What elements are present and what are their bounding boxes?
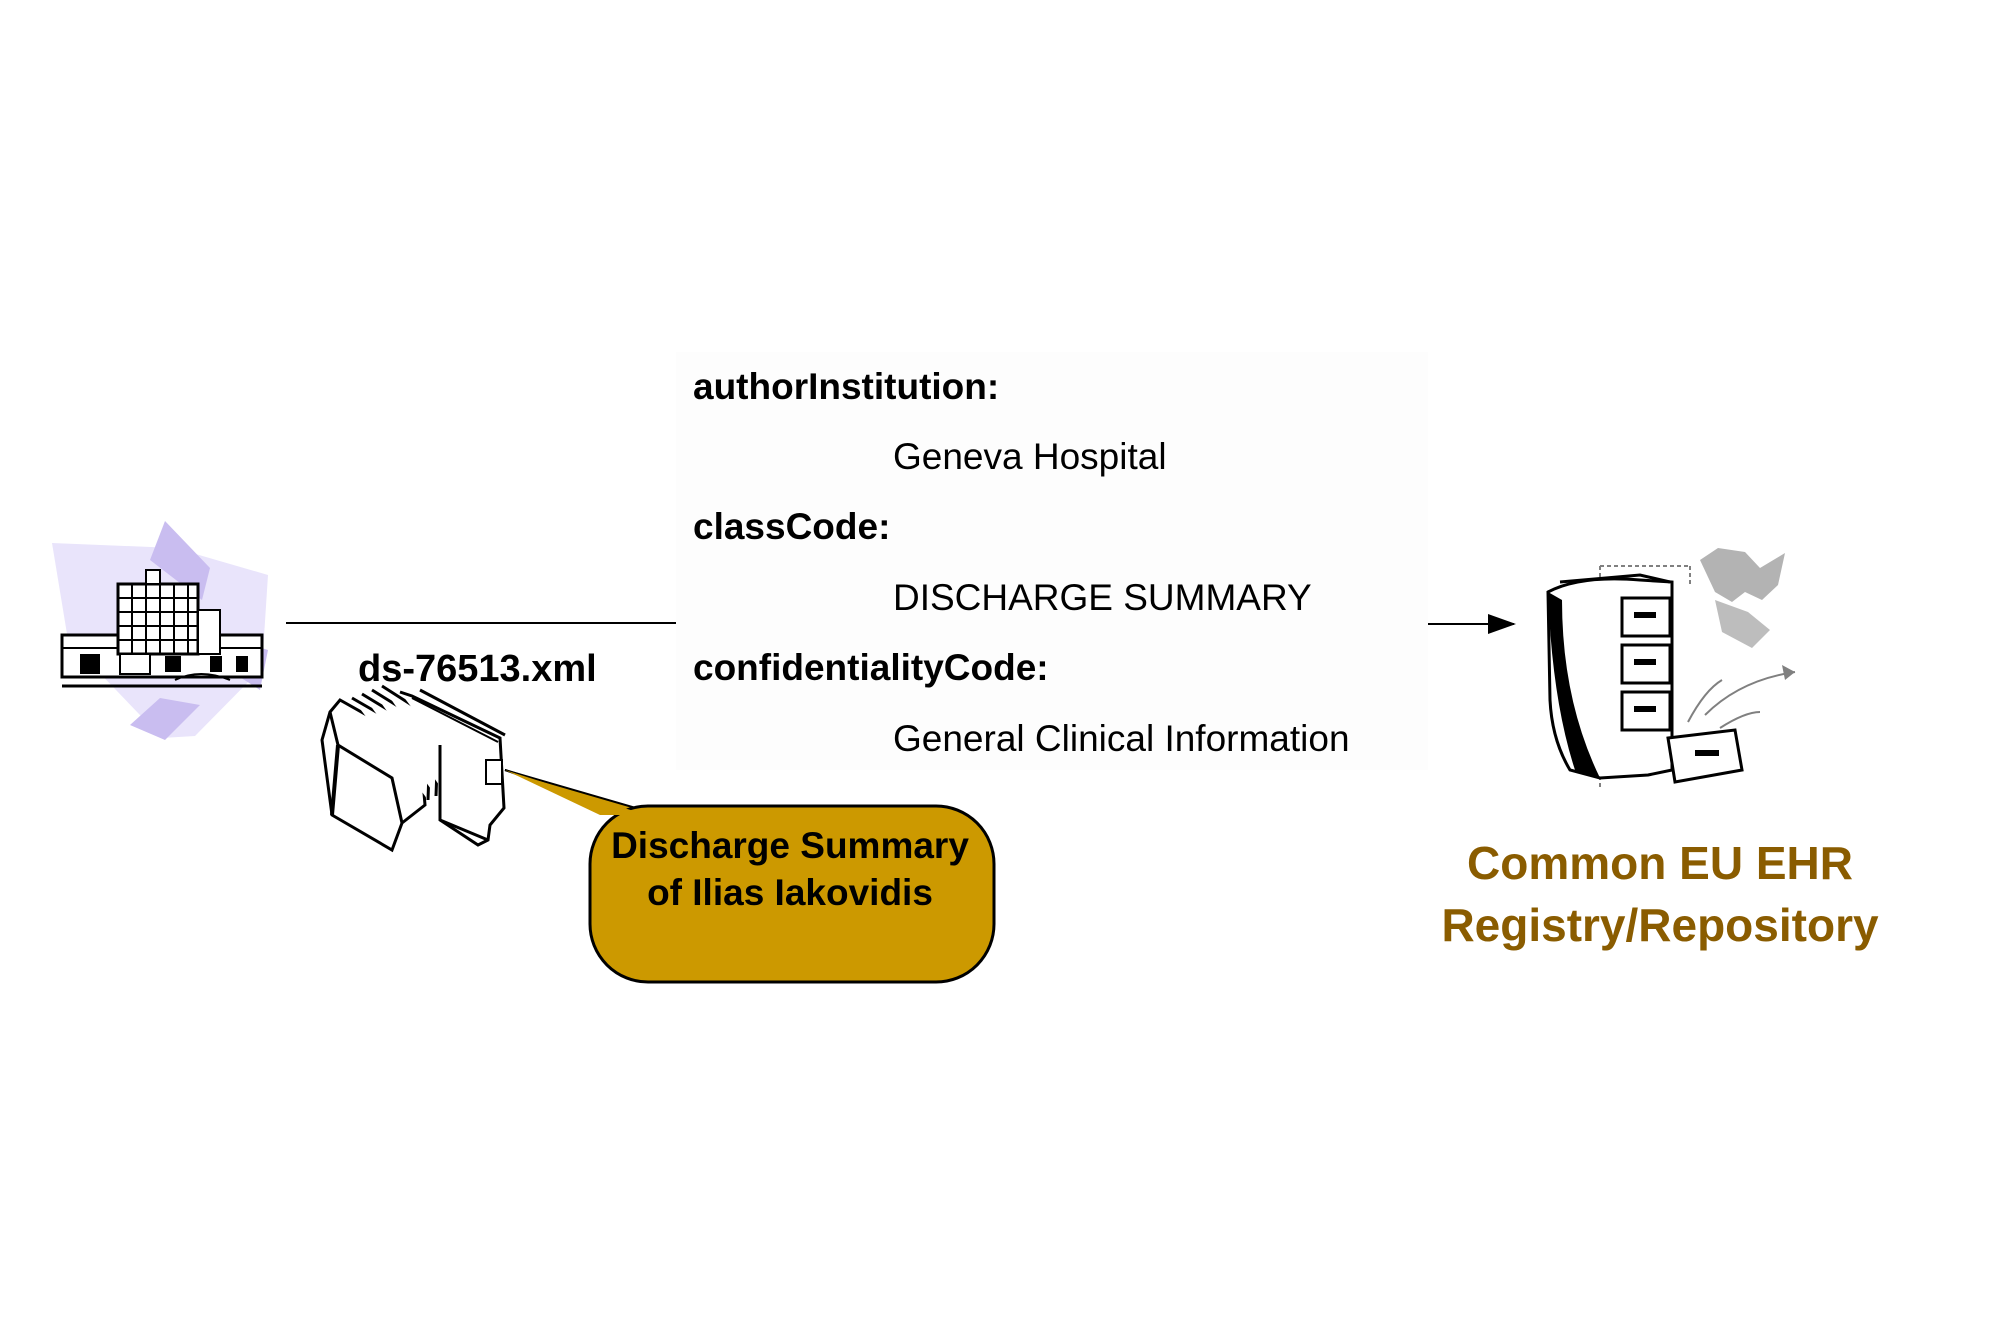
registry-title-line1: Common EU EHR <box>1467 837 1853 889</box>
registry-title-line2: Registry/Repository <box>1441 899 1879 951</box>
metadata-key-author-institution: authorInstitution: <box>693 366 1000 407</box>
metadata-panel <box>676 352 1428 770</box>
metadata-key-confidentiality-code: confidentialityCode: <box>693 647 1049 688</box>
metadata-value-author-institution: Geneva Hospital <box>893 436 1167 477</box>
hospital-building-icon <box>52 521 268 740</box>
registry-title: Common EU EHR Registry/Repository <box>1390 832 1930 956</box>
metadata-value-class-code: DISCHARGE SUMMARY <box>893 577 1312 618</box>
document-description: Discharge Summary of Ilias Iakovidis <box>611 825 969 913</box>
metadata-key-class-code: classCode: <box>693 506 891 547</box>
file-folders-icon <box>320 684 506 853</box>
document-callout <box>504 769 996 984</box>
document-filename: ds-76513.xml <box>358 648 597 690</box>
filing-cabinet-icon <box>1546 548 1796 790</box>
metadata-value-confidentiality-code: General Clinical Information <box>893 718 1350 759</box>
